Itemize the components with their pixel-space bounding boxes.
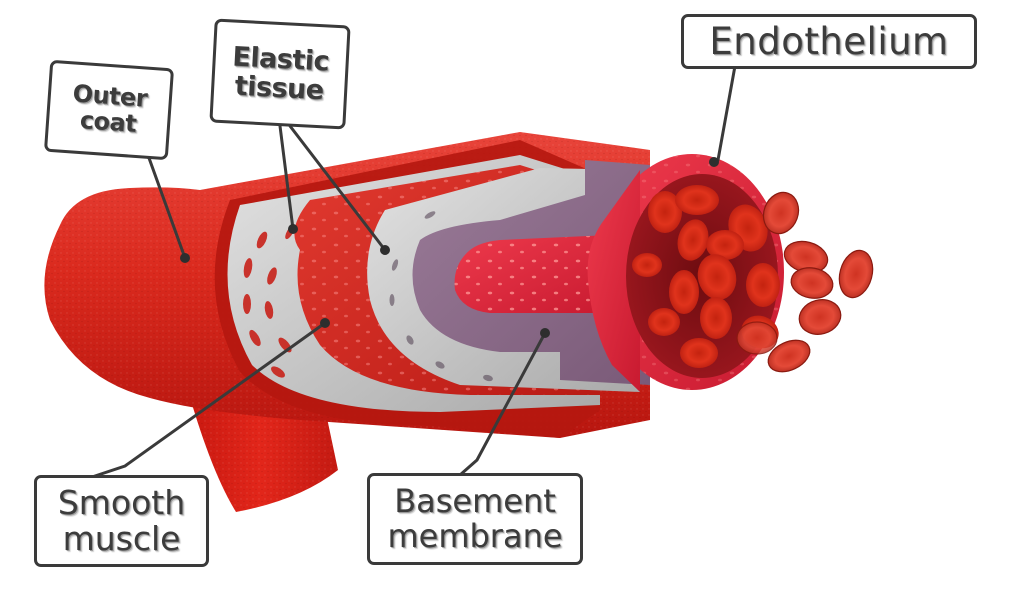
label-basement-membrane: Basement membrane	[367, 473, 583, 565]
blood-cell	[746, 263, 780, 307]
blood-cell	[648, 308, 680, 336]
blood-cell	[669, 270, 699, 314]
label-outer-coat: Outer coat	[43, 59, 175, 161]
blood-cell	[736, 321, 778, 355]
blood-cells-inside	[632, 185, 780, 368]
blood-cell	[790, 267, 834, 299]
label-elastic-tissue: Elastic tissue	[209, 18, 351, 130]
pin-elastic-inner	[380, 245, 390, 255]
blood-cell	[677, 219, 709, 261]
pin-elastic-outer	[288, 224, 298, 234]
blood-cell	[762, 191, 800, 235]
leader-elastic-inner	[288, 124, 387, 252]
label-line: coat	[79, 106, 138, 138]
blood-cell	[697, 254, 737, 300]
blood-cell	[680, 338, 718, 368]
blood-cell	[648, 191, 682, 233]
pin-smooth-muscle	[320, 318, 330, 328]
leader-endothelium	[716, 60, 822, 162]
leader-elastic-outer	[278, 124, 295, 231]
pin-outer-coat	[180, 253, 190, 263]
blood-cell	[706, 230, 744, 260]
pin-basement	[540, 328, 550, 338]
blood-cell	[632, 253, 662, 277]
label-smooth-muscle: Smooth muscle	[34, 475, 209, 567]
blood-cell	[675, 185, 719, 215]
leader-basement	[458, 331, 547, 477]
blood-cell	[798, 299, 842, 335]
leader-smooth-muscle	[90, 321, 327, 479]
blood-cell	[767, 339, 811, 373]
label-line: Smooth	[57, 483, 186, 523]
blood-cell	[700, 297, 732, 339]
pin-endothelium	[709, 157, 719, 167]
pin-heads	[180, 157, 719, 338]
label-line: Basement	[394, 482, 556, 521]
blood-cells-outside	[736, 191, 874, 373]
label-line: membrane	[387, 517, 563, 555]
label-line: muscle	[62, 519, 181, 558]
label-line: Endothelium	[709, 19, 949, 63]
endothelium-inner-layer	[454, 235, 610, 313]
label-line: tissue	[234, 70, 325, 107]
label-endothelium: Endothelium	[681, 14, 977, 69]
blood-cell	[838, 249, 874, 299]
